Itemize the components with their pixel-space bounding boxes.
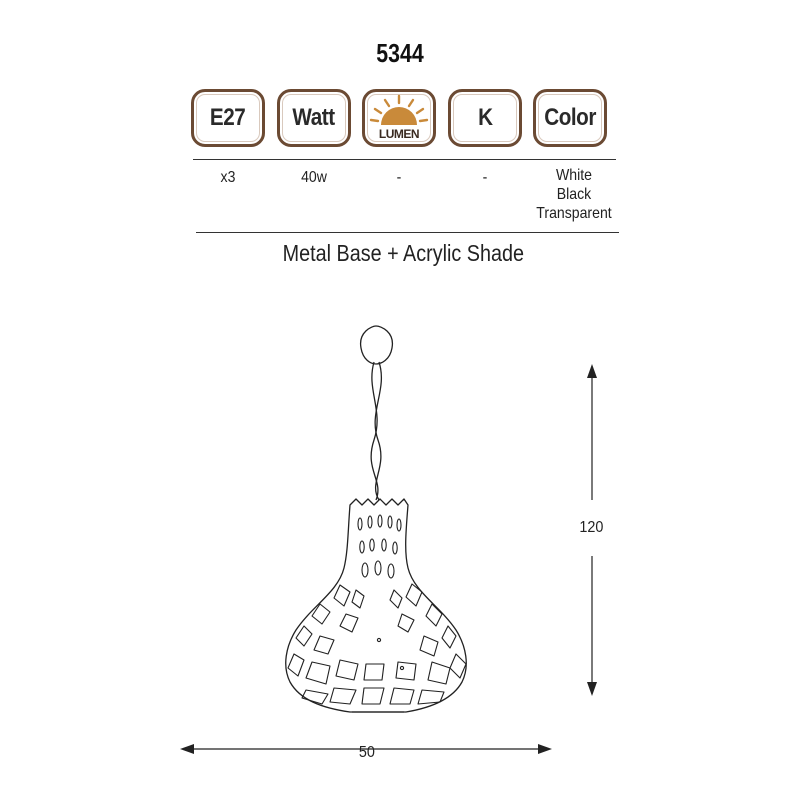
watt-label: Watt xyxy=(292,104,336,131)
socket-label: E27 xyxy=(210,104,246,131)
color-label: Color xyxy=(544,104,596,131)
socket-badge: E27 xyxy=(191,89,265,147)
lumen-value: - xyxy=(396,169,402,186)
color-value-transparent: Transparent xyxy=(536,205,612,222)
material-description: Metal Base + Acrylic Shade xyxy=(282,240,524,266)
suspension-cable xyxy=(370,361,379,501)
color-badge: Color xyxy=(533,89,607,147)
lumen-badge: LUMEN xyxy=(362,89,436,147)
color-values: White Black Transparent xyxy=(519,166,629,223)
height-dimension-arrow xyxy=(587,364,597,696)
spec-divider-bottom xyxy=(196,232,619,233)
height-label: 120 xyxy=(579,519,604,536)
watt-badge: Watt xyxy=(277,89,351,147)
shade-cutouts xyxy=(287,514,467,705)
lamp-shade-outline xyxy=(285,498,467,713)
kelvin-badge: K xyxy=(448,89,522,147)
kelvin-label: K xyxy=(477,104,493,131)
model-number: 5344 xyxy=(376,38,424,68)
watt-value: 40w xyxy=(301,169,327,186)
spec-divider-top xyxy=(193,159,616,160)
ceiling-canopy xyxy=(359,325,394,365)
width-dimension-arrow xyxy=(180,744,552,754)
color-value-black: Black xyxy=(556,186,592,203)
socket-value: x3 xyxy=(220,169,236,186)
color-value-white: White xyxy=(556,167,592,184)
lumen-label: LUMEN xyxy=(379,127,419,141)
kelvin-value: - xyxy=(482,169,488,186)
sun-icon: LUMEN xyxy=(369,94,429,141)
width-label: 50 xyxy=(358,744,375,761)
